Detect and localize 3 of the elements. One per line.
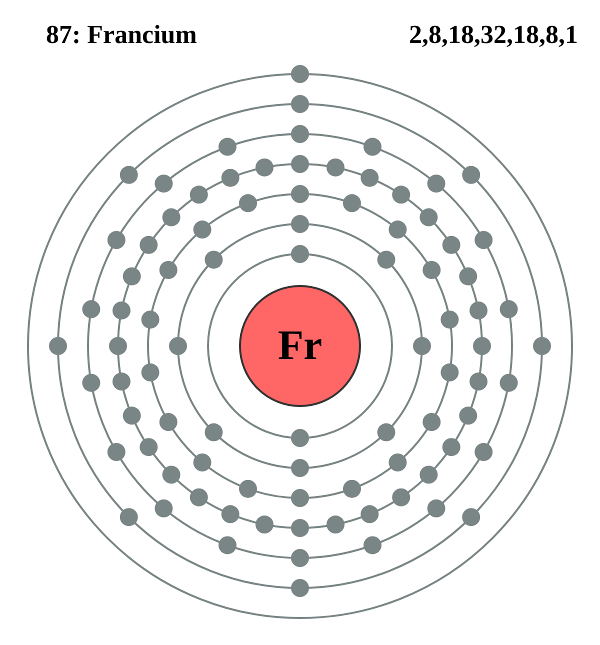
element-symbol: Fr xyxy=(278,325,322,367)
element-title: 87: Francium xyxy=(46,22,197,48)
electron-configuration: 2,8,18,32,18,8,1 xyxy=(409,22,578,48)
